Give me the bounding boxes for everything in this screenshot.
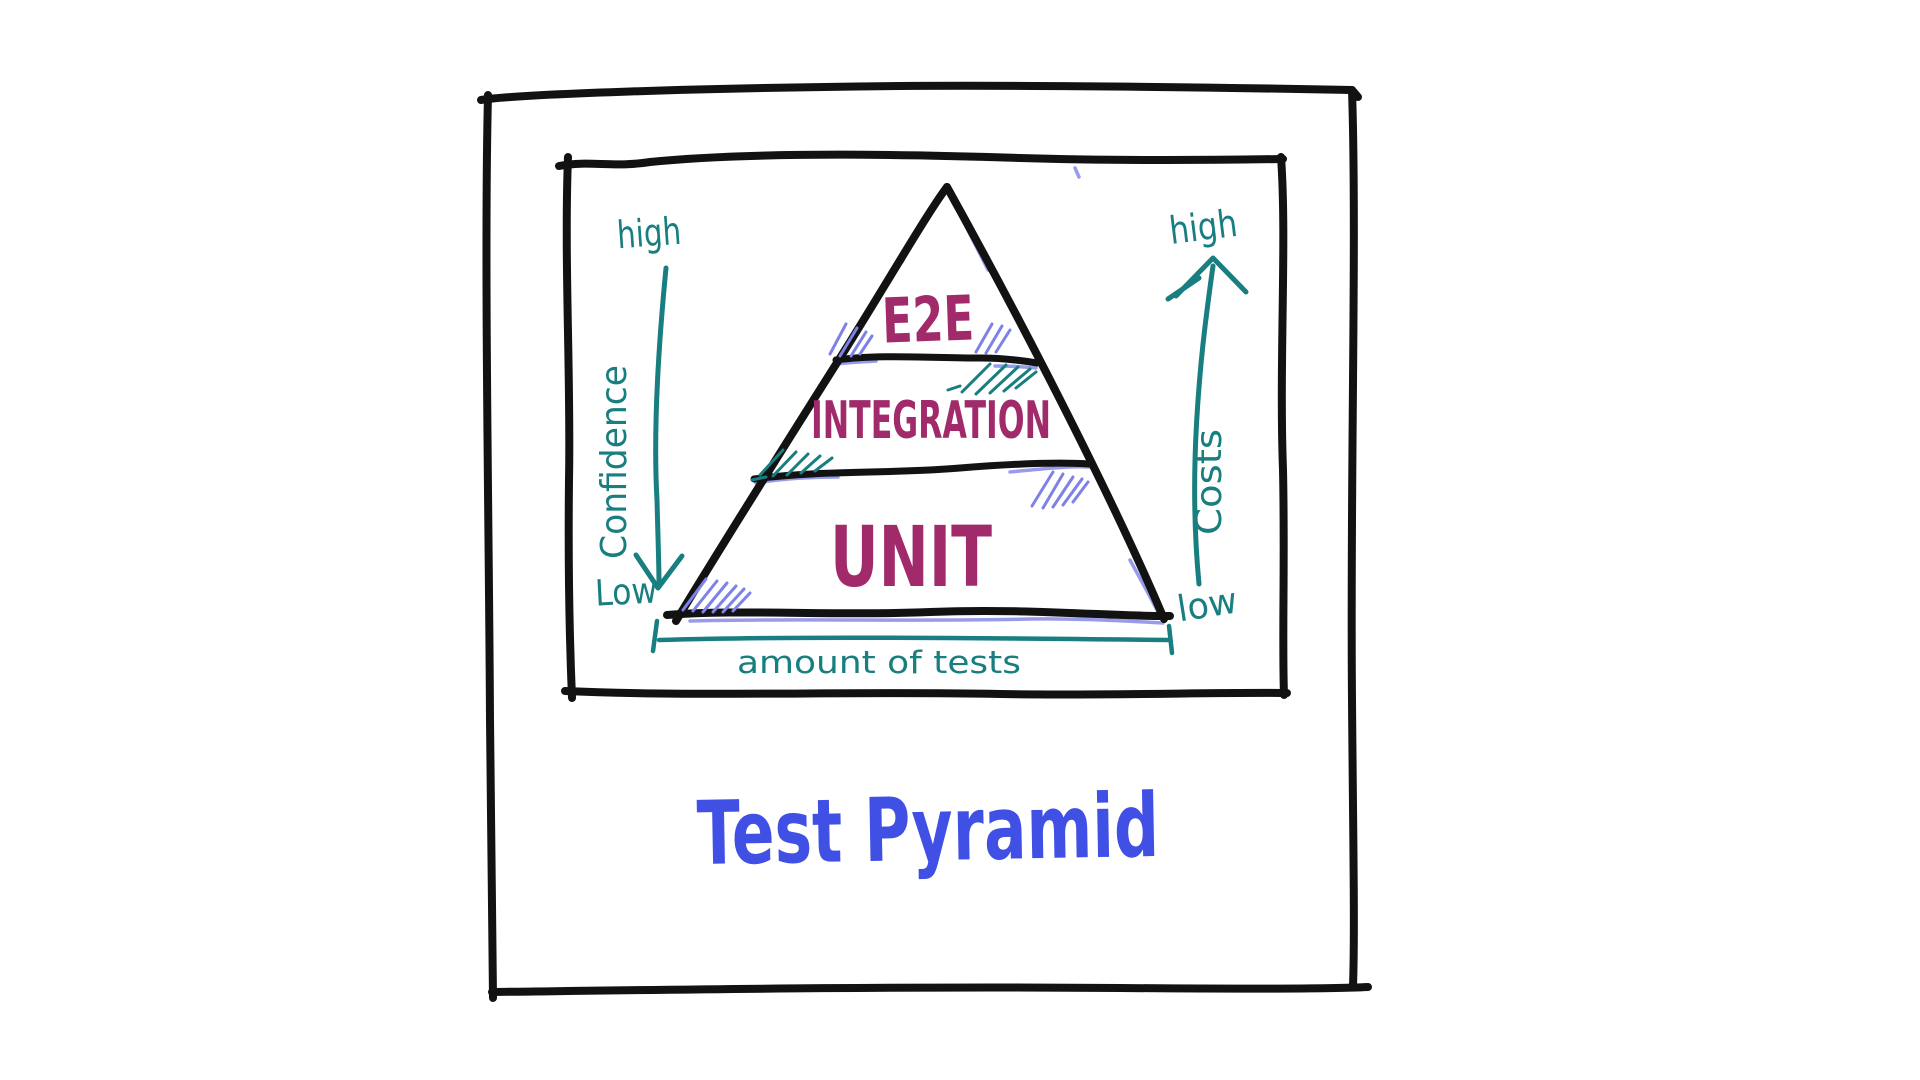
hatch-e2e-left bbox=[828, 322, 874, 358]
inner-frame bbox=[555, 150, 1291, 702]
amount-axis-left-tick bbox=[650, 618, 660, 654]
right-axis-low-label: low bbox=[1175, 581, 1241, 631]
pyramid-level-e2e-label: E2E bbox=[881, 281, 975, 357]
pyramid-divider-integration-unit bbox=[750, 459, 1094, 483]
amount-axis: amount of tests bbox=[650, 618, 1175, 681]
bottom-axis-label: amount of tests bbox=[737, 645, 1021, 681]
amount-axis-line bbox=[656, 635, 1171, 643]
confidence-arrowhead-down-icon bbox=[633, 552, 685, 591]
outer-frame bbox=[477, 81, 1372, 1002]
hatch-unit-left-corner bbox=[681, 577, 752, 614]
right-axis-high-label: high bbox=[1167, 201, 1240, 253]
pyramid-level-integration-label: INTEGRATION bbox=[811, 391, 1051, 451]
hatch-integration-right bbox=[946, 362, 1038, 396]
pyramid-level-labels: E2E INTEGRATION UNIT bbox=[811, 281, 1051, 606]
confidence-arrow-shaft bbox=[653, 265, 669, 587]
hatch-unit-right bbox=[1030, 470, 1090, 510]
left-axis-high-label: high bbox=[616, 209, 683, 257]
pyramid-level-unit-label: UNIT bbox=[830, 508, 992, 606]
right-axis-title: Costs bbox=[1189, 429, 1230, 535]
pyramid-outline bbox=[663, 183, 1174, 625]
costs-arrow-shaft bbox=[1192, 263, 1216, 587]
hatch-marks bbox=[681, 322, 1090, 614]
diagram-caption: Test Pyramid bbox=[696, 774, 1160, 885]
hatch-e2e-right bbox=[974, 322, 1012, 355]
hatch-integration-left bbox=[750, 448, 834, 482]
left-axis-low-label: Low bbox=[594, 570, 658, 614]
amount-axis-right-tick bbox=[1166, 623, 1175, 656]
costs-arrowhead-extra-stroke bbox=[1165, 275, 1202, 302]
costs-axis: high Costs low bbox=[1165, 201, 1249, 631]
left-axis-title: Confidence bbox=[594, 365, 635, 559]
pyramid-divider-e2e-integration bbox=[832, 353, 1041, 367]
confidence-axis: high Confidence Low bbox=[594, 209, 685, 615]
